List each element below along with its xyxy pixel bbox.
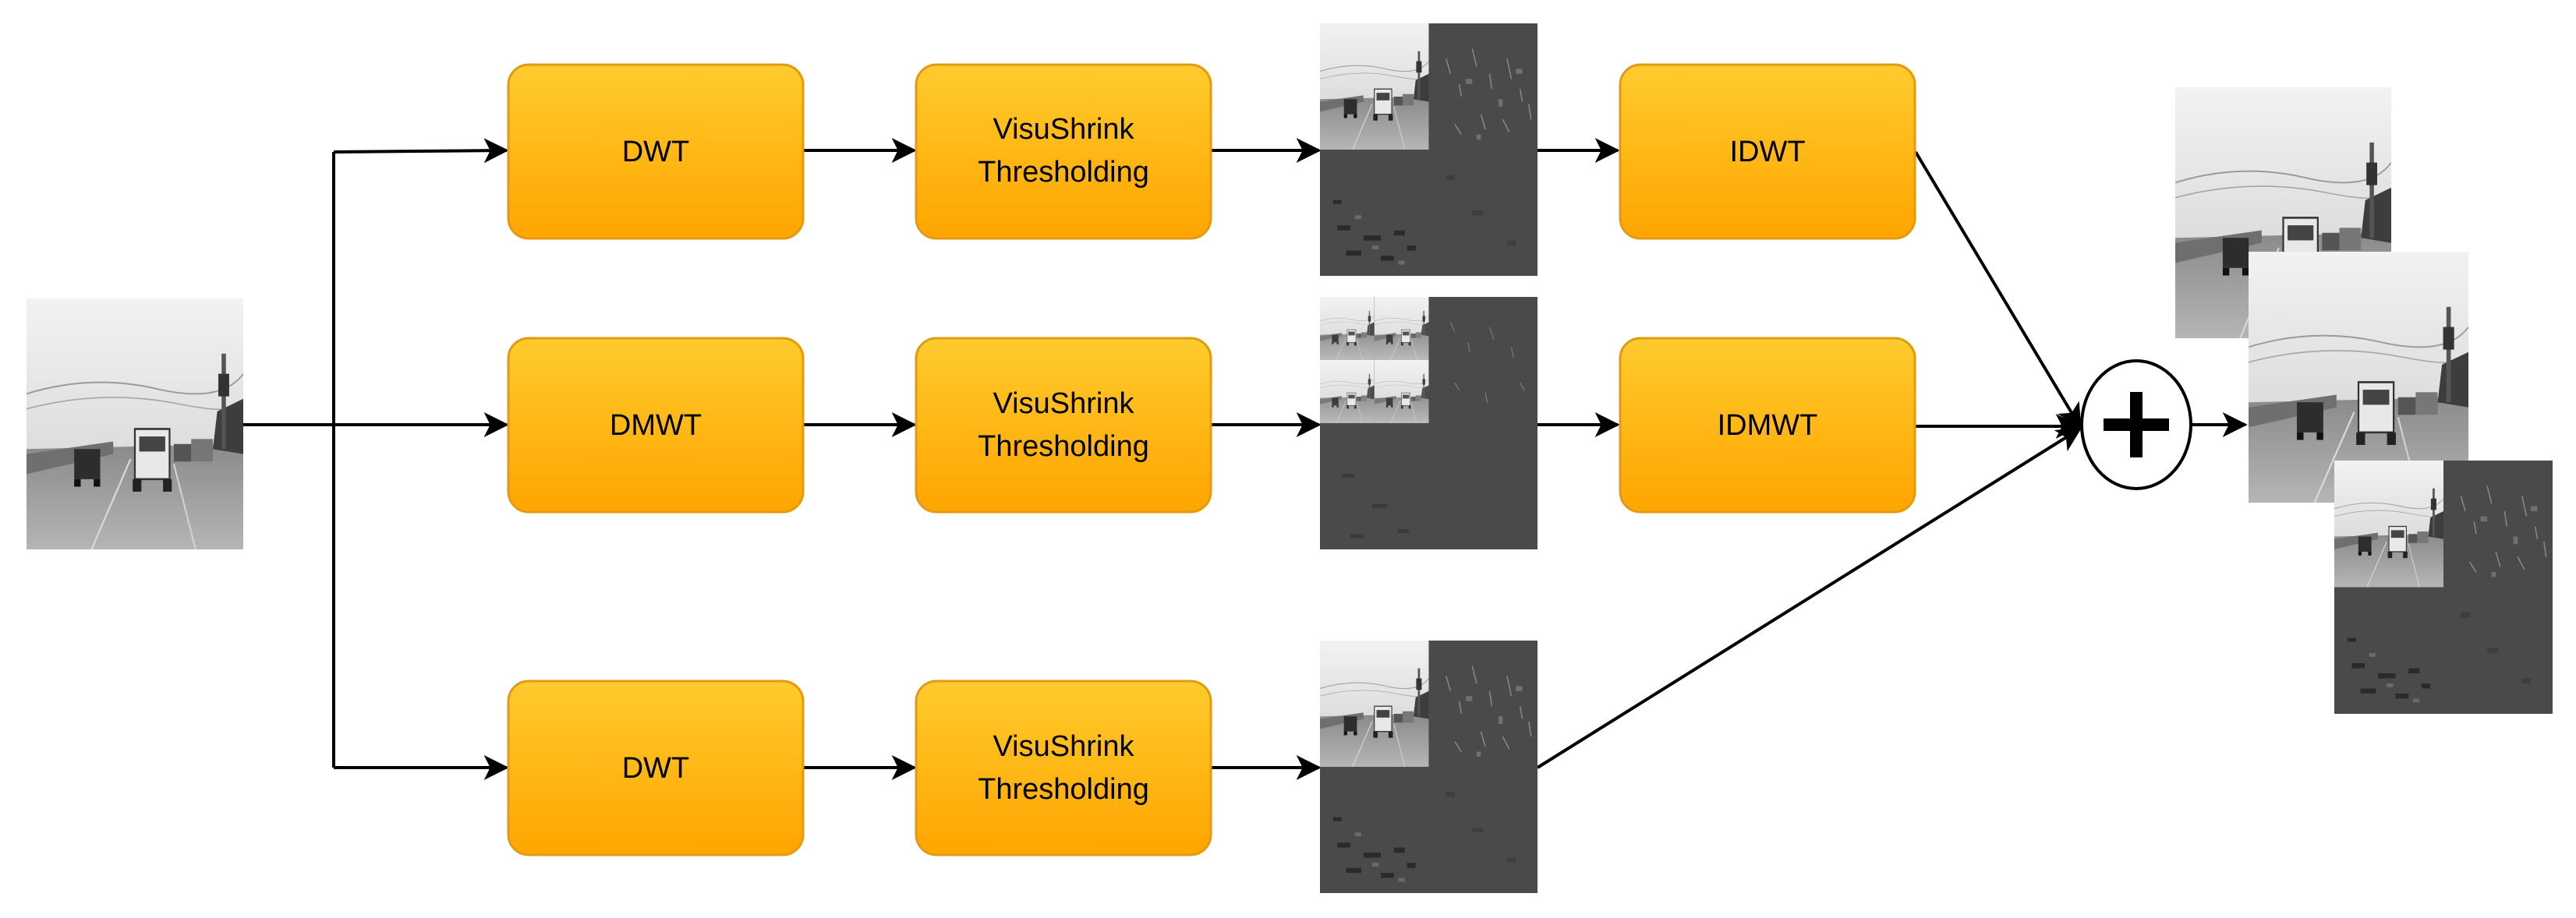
sum-node — [2080, 359, 2192, 490]
row3-threshold-box: VisuShrink Thresholding — [915, 680, 1212, 856]
output-image-front — [2334, 461, 2553, 714]
row2-transform-label: DMWT — [610, 409, 702, 442]
row2-transform-box: DMWT — [507, 337, 805, 514]
arrow-row1-inverse-to-sum — [1914, 150, 2082, 429]
row2-inverse-label: IDMWT — [1718, 409, 1818, 442]
arrow-to-row1-transform — [333, 138, 509, 164]
connectors — [243, 138, 2248, 780]
output-image-stack — [2175, 87, 2553, 714]
row2-inverse-box: IDMWT — [1619, 337, 1916, 514]
row1-inverse-label: IDWT — [1729, 136, 1805, 168]
row1-inverse-box: IDWT — [1619, 63, 1916, 240]
row2-threshold-line1: VisuShrink — [993, 387, 1135, 420]
row1-threshold-box: VisuShrink Thresholding — [915, 63, 1212, 240]
row1-transform-label: DWT — [622, 136, 690, 168]
row3-coefficients-image — [1320, 641, 1537, 893]
row1-transform-box: DWT — [507, 63, 805, 240]
row1-coefficients-image — [1320, 23, 1537, 276]
row2-threshold-box: VisuShrink Thresholding — [915, 337, 1212, 514]
plus-icon — [2104, 392, 2169, 457]
row3-threshold-line2: Thresholding — [978, 773, 1149, 806]
row3-transform-box: DWT — [507, 680, 805, 856]
row3-transform-label: DWT — [622, 752, 690, 785]
row2-coefficients-image — [1320, 297, 1537, 549]
input-image — [27, 298, 243, 549]
row3-threshold-line1: VisuShrink — [993, 730, 1135, 763]
row1-threshold-line2: Thresholding — [978, 156, 1149, 189]
row2-threshold-line2: Thresholding — [978, 430, 1149, 463]
arrow-row3-coefficients-to-sum — [1536, 427, 2082, 769]
row1-threshold-line1: VisuShrink — [993, 113, 1135, 146]
